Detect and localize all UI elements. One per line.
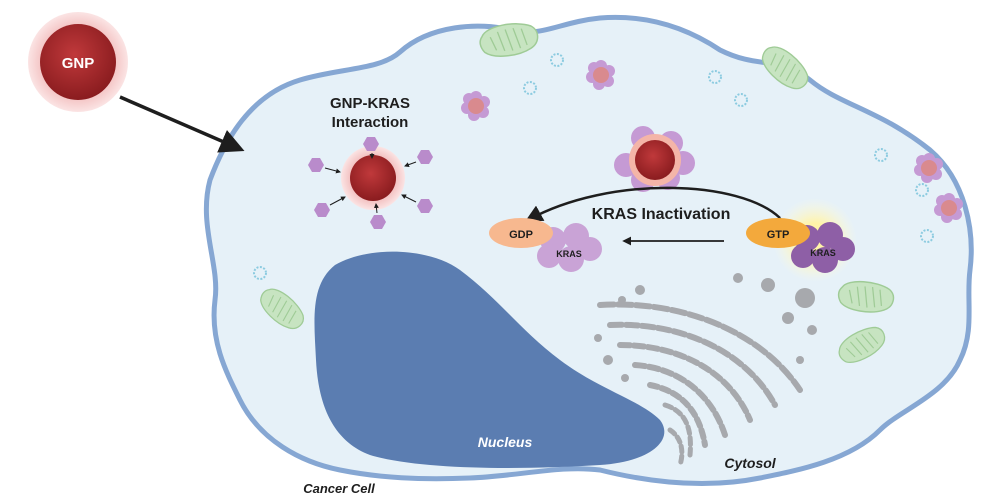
nucleus-label: Nucleus [478,434,533,450]
gtp-kras-complex: GTP KRAS [746,198,857,282]
golgi-apparatus [597,301,803,468]
gdp-kras-label: KRAS [556,249,582,259]
nucleus [314,251,665,468]
interaction-label-line2: Interaction [332,114,409,131]
kras-inactivation-label: KRAS Inactivation [592,206,731,223]
golgi-vesicles [594,273,817,382]
cancer-cell-label: Cancer Cell [303,481,375,496]
gnp-kras-bound [614,126,695,192]
interaction-label-line1: GNP-KRAS [330,95,410,112]
gtp-label: GTP [767,229,790,241]
inactivation-curve-arrow [524,186,781,222]
entry-arrow [119,95,245,153]
gnp-label: GNP [62,55,95,72]
gnp-particle: GNP [28,12,128,112]
gdp-kras-complex: GDP KRAS [489,218,602,272]
gdp-label: GDP [509,229,533,241]
gtp-kras-label: KRAS [810,248,836,258]
cytosol-label: Cytosol [724,455,776,471]
gnp-kras-interaction [308,137,433,229]
